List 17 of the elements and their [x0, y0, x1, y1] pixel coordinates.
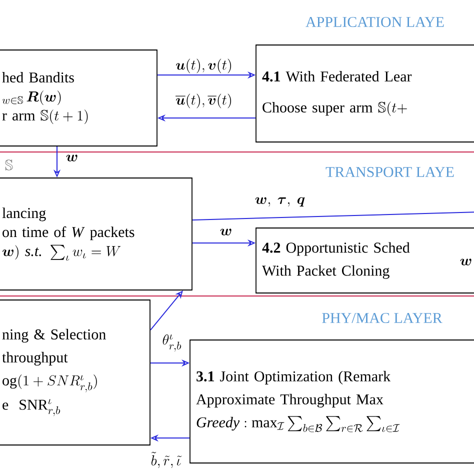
- layer-title: APPLICATION LAYE: [306, 16, 444, 28]
- edge-label: $\boldsymbol{w}$: [220, 228, 232, 236]
- edge-label: $\boldsymbol{w}$: [66, 154, 78, 162]
- edge-label: $\boldsymbol{w},\ \boldsymbol{\tau},\ \boldsymbol{q}$: [255, 197, 305, 207]
- symbol-label: $\boldsymbol{w}$: [460, 258, 472, 266]
- process-box: 4.1 With Federated Lear $\text{Choose super arm }\mathbb{S}(t+$: [256, 44, 474, 142]
- process-box: 3.1 Joint Optimization (Remark Approximate Throughput Max $\textit{Greedy} : \max_{\mathcal{I}} \sum_{b\in\mathcal{B}} \sum_{r\in\mathcal{R}} \sum_{\iota\in\mathcal{I}}$: [190, 340, 474, 464]
- symbol-label: $\mathbb{S}$: [5, 160, 13, 170]
- process-box: lancing on time of W packets $\boldsymbol{w})\ \textit{s.t.}\ \sum_{\iota} w_{\iota} = W$: [0, 178, 192, 290]
- edge-label: $\tilde{b},\tilde{r},\tilde{\iota}$: [151, 452, 182, 468]
- process-box: hed Bandits ${}_{w\in\mathbb{S}}\,\boldsymbol{R}(\boldsymbol{w})$ $\text{r arm }\mathbb{S}(t+1)$: [0, 50, 158, 146]
- edge-label: $\boldsymbol{u}(t),\boldsymbol{v}(t)$: [176, 58, 232, 74]
- edge-label: $\overline{\boldsymbol{u}}(t),\overline{\boldsymbol{v}}(t)$: [176, 94, 232, 108]
- process-box: ning & Selection throughput $\text{og}(1+SNR^{\iota}_{r,b})$ $\text{e}\ \ \mathrm{SNR}^{\iota}_{r,b}$: [0, 300, 150, 446]
- layer-title: TRANSPORT LAYE: [326, 166, 454, 178]
- edge-label: $\theta^{\iota}_{r,b}$: [162, 334, 182, 352]
- layer-title: PHY/MAC LAYER: [322, 312, 442, 324]
